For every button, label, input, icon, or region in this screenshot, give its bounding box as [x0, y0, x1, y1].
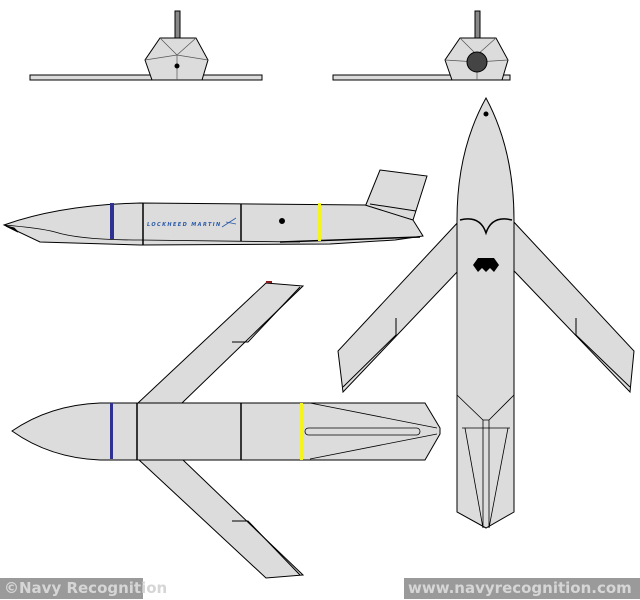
rear-view [332, 10, 511, 81]
upper-wing [136, 282, 305, 404]
lockheed-martin-logo: LOCKHEED MARTIN [147, 222, 222, 228]
top-view-fuselage [456, 96, 515, 529]
side-view: LOCKHEED MARTIN [2, 169, 428, 246]
front-view [29, 10, 263, 81]
plan-view-horizontal [11, 281, 441, 579]
side-view-blue-band [110, 203, 114, 239]
engine-slot [304, 427, 421, 436]
plan-view-fuselage [11, 402, 441, 461]
right-wing [493, 219, 635, 394]
lower-wing [136, 458, 305, 579]
plan-view-vertical [337, 96, 635, 529]
side-view-yellow-band [318, 203, 321, 241]
rear-view-tail-fin [474, 10, 481, 39]
front-view-tail-fin [174, 10, 181, 39]
front-view-seeker-dot [174, 63, 180, 69]
lockheed-star-icon [221, 217, 237, 228]
front-view-wings [29, 74, 263, 81]
rear-view-nozzle [466, 51, 488, 73]
copyright-watermark: ©Navy Recognition [0, 578, 167, 599]
front-view-fuselage [144, 37, 209, 81]
emblem-icon [473, 258, 499, 272]
rear-view-wings [332, 74, 511, 81]
website-watermark: www.navyrecognition.com [404, 578, 640, 599]
